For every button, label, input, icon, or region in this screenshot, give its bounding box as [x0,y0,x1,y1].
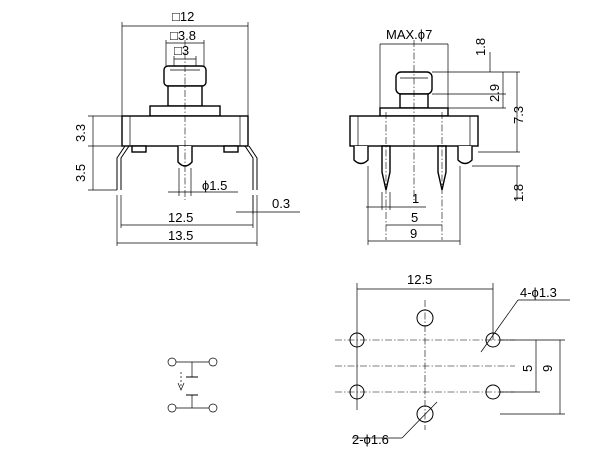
dim-height-lower: 3.5 [73,164,88,182]
dim-row-outer: 9 [540,365,555,372]
schematic-arrow [177,382,185,391]
side-peg-right [457,146,473,165]
dim-plunger-inner-box: □3 [174,43,189,58]
dim-overall-width: 13.5 [168,228,193,243]
front-view: □12 □3.8 □3 3.3 3.5 ϕ1.5 0.3 12.5 13.5 [73,9,300,246]
leader-line [480,299,519,353]
footprint-hole [349,332,365,348]
side-peg-left [353,146,369,165]
dim-cap-diameter: MAX.ϕ7 [386,27,432,42]
dim-total-height: 7.3 [511,106,526,124]
dim-pin-width: 1 [412,191,419,206]
label-hole-large: 4-ϕ1.3 [520,285,557,300]
front-peg-right [223,145,239,153]
footprint-hole-large [416,309,434,327]
dim-pin-span: 12.5 [168,210,193,225]
schematic-terminal [167,403,177,413]
front-leg-left [116,145,130,190]
dim-pin-length: 1.8 [511,184,526,202]
schematic-terminal [167,357,177,367]
dim-footprint-width: 12.5 [407,272,432,287]
dim-cap-top: 1.8 [473,38,488,56]
dim-pin-thickness: 0.3 [272,196,290,211]
footprint-view: 12.5 4-ϕ1.3 5 9 2-ϕ1.6 [335,272,570,447]
schematic-terminal [208,357,218,367]
footprint-hole-large [416,405,434,423]
dim-width-box: □12 [172,9,194,24]
front-peg-left [131,145,147,153]
label-hole-small: 2-ϕ1.6 [352,432,389,447]
footprint-hole [349,384,365,400]
leader-line [401,401,438,439]
dim-row-pitch: 5 [520,365,535,372]
dim-height-upper: 3.3 [73,124,88,142]
schematic-terminal [208,403,218,413]
side-view: MAX.ϕ7 1.8 2.9 7.3 1.8 1 5 9 [349,27,526,245]
front-leg-right [244,145,258,190]
dim-pin-outer: 9 [410,226,417,241]
dim-pin-diameter: ϕ1.5 [202,178,227,193]
dim-plunger-box: □3.8 [170,28,196,43]
schematic-symbol [167,357,218,413]
dim-cap-height: 2.9 [487,84,502,102]
dim-pin-pitch: 5 [411,210,418,225]
